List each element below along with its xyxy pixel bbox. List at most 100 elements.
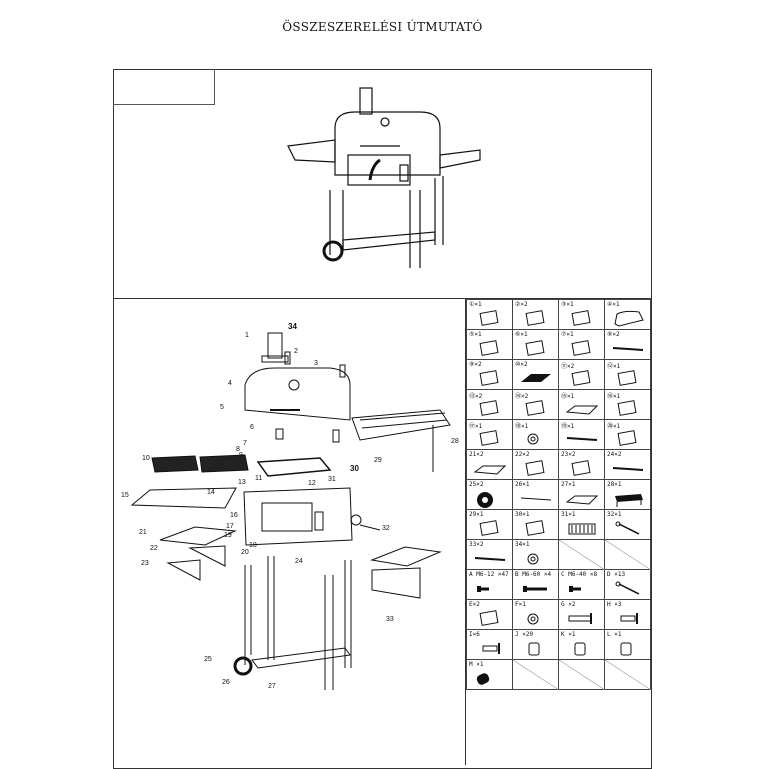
callout-label: 29	[374, 457, 382, 464]
clip-icon	[479, 430, 499, 446]
part-label: 23×2	[561, 451, 576, 458]
callout-label: 12	[308, 480, 316, 487]
callout-label: 6	[250, 424, 254, 431]
divider	[113, 298, 652, 299]
part-cell	[558, 659, 605, 690]
part-label: ⑤×1	[469, 331, 482, 338]
cap-nut-icon	[620, 642, 632, 656]
part-cell: ⑭×2	[512, 389, 559, 420]
axle-icon	[520, 497, 552, 501]
part-label: ⑦×1	[561, 331, 574, 338]
bracket-icon	[525, 310, 545, 326]
part-label: ①×1	[469, 301, 482, 308]
bolt-icon	[569, 586, 581, 592]
callout-label: 4	[228, 380, 232, 387]
empty-icon	[605, 540, 651, 570]
callout-label: 13	[238, 479, 246, 486]
part-cell: ②×2	[512, 299, 559, 330]
parts-row: M ×1	[466, 659, 651, 690]
lid-icon	[614, 310, 644, 327]
callout-label: 21	[139, 529, 147, 536]
part-cell: 21×2	[466, 449, 513, 480]
part-label: ④×1	[607, 301, 620, 308]
part-cell: I×6	[466, 629, 513, 660]
part-label: 26×1	[515, 481, 530, 488]
callout-label: 30	[350, 464, 359, 473]
callout-label: 1	[245, 332, 249, 339]
part-label: 21×2	[469, 451, 484, 458]
part-cell: ③×1	[558, 299, 605, 330]
callout-label: 31	[328, 476, 336, 483]
callout-label: 28	[451, 438, 459, 445]
part-label: ⑭×2	[515, 393, 529, 400]
part-cell: J ×20	[512, 629, 559, 660]
part-label: ⑮×1	[561, 393, 575, 400]
part-cell: 30×1	[512, 509, 559, 540]
part-cell: M ×1	[466, 659, 513, 690]
wheel-icon	[477, 492, 493, 508]
leg-icon	[474, 557, 506, 561]
callout-label: 9	[239, 452, 243, 459]
part-label: ②×2	[515, 301, 528, 308]
part-cell: 26×1	[512, 479, 559, 510]
pin-short-icon	[620, 613, 638, 624]
part-cell: ⑫×1	[604, 359, 651, 390]
callout-label: 16	[230, 512, 238, 519]
part-cell	[512, 659, 559, 690]
part-label: B M6-60 ×4	[515, 571, 552, 578]
charcoal-grate-icon	[568, 523, 596, 535]
part-cell: H ×3	[604, 599, 651, 630]
label-box	[113, 69, 215, 105]
callout-label: 19	[224, 532, 232, 539]
part-cell: 33×2	[466, 539, 513, 570]
part-cell: ⑪×2	[558, 359, 605, 390]
part-label: J ×20	[515, 631, 534, 638]
part-cell: 34×1	[512, 539, 559, 570]
part-label: D ×13	[607, 571, 626, 578]
poker-icon	[615, 521, 640, 535]
part-cell: L ×1	[604, 629, 651, 660]
part-label: A M6-12 ×47	[469, 571, 509, 578]
callout-label: 17	[226, 523, 234, 530]
part-label: I×6	[469, 631, 480, 638]
callout-label: 34	[288, 322, 297, 331]
part-label: ⑲×1	[561, 423, 575, 430]
callout-label: 27	[268, 683, 276, 690]
bar-icon	[612, 347, 644, 351]
nut-flat-icon	[574, 642, 586, 656]
bolt-icon	[477, 586, 489, 592]
hinge-plate-icon	[479, 520, 499, 536]
callout-label: 25	[204, 656, 212, 663]
shelf-icon	[473, 465, 507, 475]
shelf-bracket-icon	[525, 460, 545, 476]
part-label: H ×3	[607, 601, 622, 608]
pin-short-icon	[482, 643, 500, 654]
part-cell: ⑨×2	[466, 359, 513, 390]
part-cell: ⑤×1	[466, 329, 513, 360]
part-cell: 23×2	[558, 449, 605, 480]
part-label: ⑯×1	[607, 393, 621, 400]
part-label: E×2	[469, 601, 480, 608]
part-label: ⑪×2	[561, 363, 575, 370]
pin-icon	[615, 581, 640, 595]
part-cell: K ×1	[558, 629, 605, 660]
air-vent-icon	[525, 400, 545, 416]
thumb-screw-icon	[479, 610, 499, 626]
chimney-icon	[479, 310, 499, 326]
callout-label: 14	[207, 489, 215, 496]
part-label: ⑳×1	[607, 423, 621, 430]
cooking-grate-icon	[521, 374, 551, 382]
part-label: L ×1	[607, 631, 622, 638]
callout-label: 5	[220, 404, 224, 411]
